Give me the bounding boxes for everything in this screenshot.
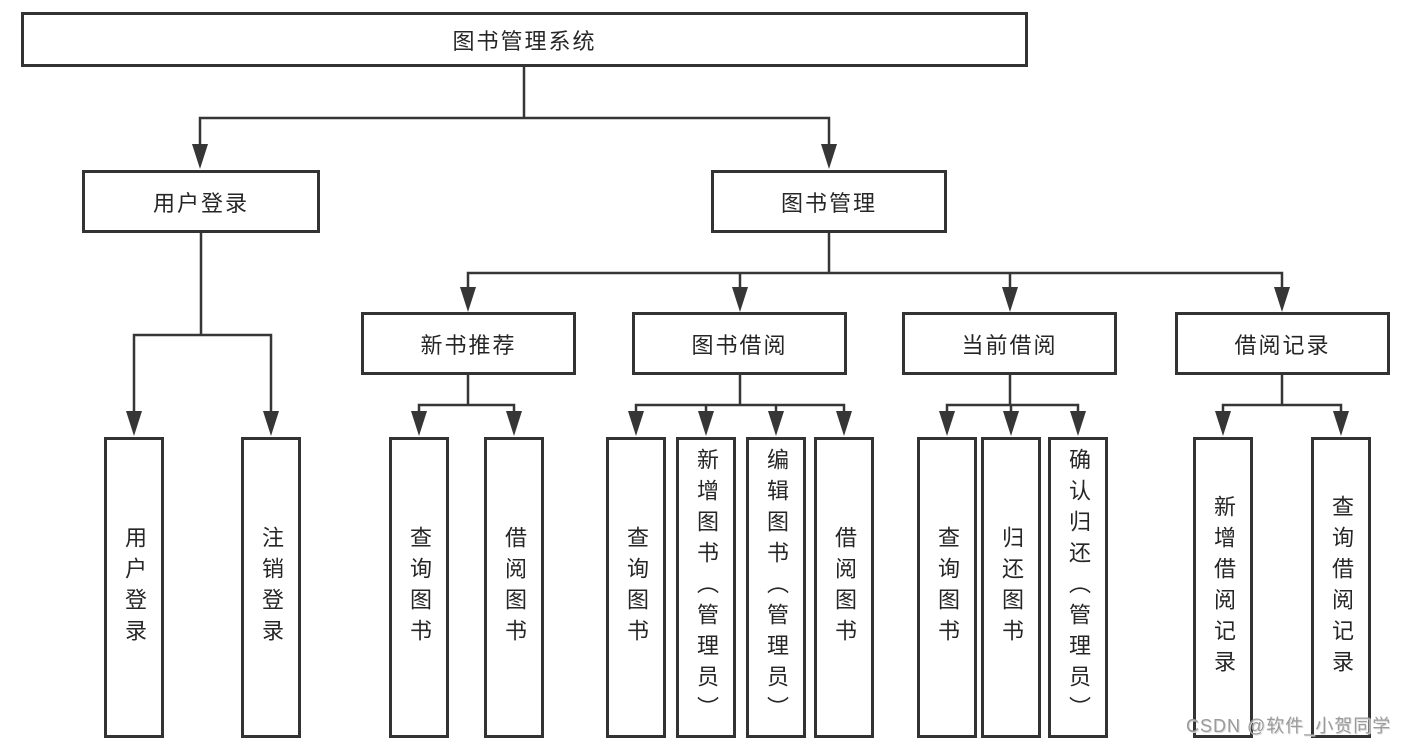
node-new-book-recommend: 新书推荐 (361, 312, 576, 375)
node-user-login: 用户登录 (82, 170, 320, 233)
leaf-query-borrow-record: 查询借阅记录 (1311, 437, 1371, 738)
leaf-logout: 注销登录 (241, 437, 301, 738)
arrowhead-icon (1070, 411, 1086, 436)
arrowhead-icon (1274, 287, 1290, 312)
leaf-current-query-book-label: 查询图书 (935, 525, 960, 650)
arrowhead-icon (192, 144, 208, 169)
arrowhead-icon (506, 411, 522, 436)
leaf-edit-book-admin: 编辑图书（管理员） (746, 437, 806, 738)
node-new-book-recommend-label: 新书推荐 (420, 332, 517, 358)
leaf-borrow-query-book-label: 查询图书 (624, 525, 649, 650)
arrowhead-icon (698, 411, 714, 436)
leaf-return-book-label: 归还图书 (999, 525, 1024, 650)
arrowhead-icon (1003, 411, 1019, 436)
arrowhead-group (126, 144, 1349, 436)
node-borrow-records: 借阅记录 (1175, 312, 1390, 375)
arrowhead-icon (836, 411, 852, 436)
node-book-management-label: 图书管理 (780, 190, 877, 216)
leaf-confirm-return-admin-label: 确认归还（管理员） (1066, 448, 1091, 727)
leaf-add-book-admin-label: 新增图书（管理员） (694, 448, 719, 727)
leaf-query-borrow-record-label: 查询借阅记录 (1329, 494, 1354, 681)
leaf-recommend-borrow-book: 借阅图书 (484, 437, 544, 738)
arrowhead-icon (821, 144, 837, 169)
connector-bookmgmt-to-level3 (466, 233, 1284, 293)
node-user-login-label: 用户登录 (152, 190, 249, 216)
leaf-add-borrow-record: 新增借阅记录 (1193, 437, 1253, 738)
arrowhead-icon (939, 411, 955, 436)
node-book-borrow: 图书借阅 (632, 312, 847, 375)
arrowhead-icon (411, 411, 427, 436)
arrowhead-icon (732, 287, 748, 312)
node-book-borrow-label: 图书借阅 (691, 332, 788, 358)
leaf-add-book-admin: 新增图书（管理员） (676, 437, 736, 738)
leaf-logout-label: 注销登录 (259, 525, 284, 650)
leaf-borrow-book-label: 借阅图书 (832, 525, 857, 650)
arrowhead-icon (126, 411, 142, 436)
connector-recommend-to-leaves (417, 375, 516, 417)
connector-userlogin-to-leaves (132, 233, 273, 417)
leaf-recommend-query-book: 查询图书 (389, 437, 449, 738)
connector-borrow-to-leaves (634, 375, 846, 417)
arrowhead-icon (263, 411, 279, 436)
arrowhead-icon (1002, 287, 1018, 312)
arrowhead-icon (628, 411, 644, 436)
leaf-borrow-query-book: 查询图书 (606, 437, 666, 738)
node-library-system-label: 图书管理系统 (452, 28, 597, 54)
leaf-user-login-label: 用户登录 (122, 525, 147, 650)
connector-root-to-level2 (198, 67, 831, 152)
arrowhead-icon (1215, 411, 1231, 436)
leaf-current-query-book: 查询图书 (917, 437, 977, 738)
arrowhead-icon (1333, 411, 1349, 436)
node-current-borrow: 当前借阅 (902, 312, 1117, 375)
node-book-management: 图书管理 (711, 170, 947, 233)
connector-records-to-leaves (1221, 375, 1343, 417)
arrowhead-icon (768, 411, 784, 436)
leaf-edit-book-admin-label: 编辑图书（管理员） (764, 448, 789, 727)
leaf-recommend-borrow-book-label: 借阅图书 (502, 525, 527, 650)
leaf-recommend-query-book-label: 查询图书 (407, 525, 432, 650)
leaf-return-book: 归还图书 (981, 437, 1041, 738)
node-borrow-records-label: 借阅记录 (1234, 332, 1331, 358)
leaf-add-borrow-record-label: 新增借阅记录 (1211, 494, 1236, 681)
node-library-system: 图书管理系统 (21, 12, 1028, 67)
leaf-user-login: 用户登录 (104, 437, 164, 738)
node-current-borrow-label: 当前借阅 (961, 332, 1058, 358)
arrowhead-icon (460, 287, 476, 312)
connector-current-to-leaves (945, 375, 1080, 417)
csdn-watermark: CSDN @软件_小贺同学 (1186, 716, 1392, 736)
leaf-confirm-return-admin: 确认归还（管理员） (1048, 437, 1108, 738)
leaf-borrow-book: 借阅图书 (814, 437, 874, 738)
